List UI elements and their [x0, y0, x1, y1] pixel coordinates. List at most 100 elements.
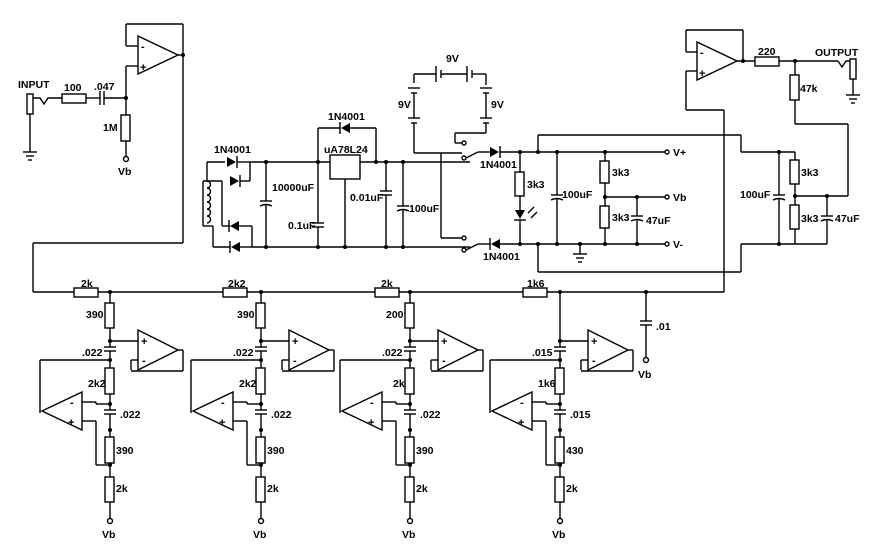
vb-label-psu: Vb	[673, 192, 686, 204]
r-led-label: 3k3	[527, 179, 545, 191]
stage2-vb-label: Vb	[253, 529, 266, 541]
r-in-label: 100	[64, 82, 82, 94]
switch-contact-icon	[461, 155, 467, 161]
stage2-opamp-a	[288, 328, 331, 372]
svg-text:-: -	[293, 355, 297, 367]
stage1-r3-label: 390	[116, 445, 134, 457]
stage2-rs-label: 2k2	[228, 278, 246, 290]
r-out-label: 220	[758, 46, 776, 58]
stage3-c1-label: .022	[382, 347, 403, 359]
vplus-label: V+	[673, 147, 686, 159]
filter-stage-4: + - - + 1k6 .015 1k6 .015	[489, 278, 634, 541]
stage2-r1-label: 390	[237, 309, 255, 321]
vb-label-in: Vb	[118, 166, 131, 178]
output-bias-resistor	[789, 74, 800, 101]
stage3-r1	[404, 302, 415, 329]
d4-label: 1N4001	[483, 251, 520, 263]
output-divider-resistor-1	[789, 159, 800, 185]
stage1-r2-label: 2k2	[88, 378, 106, 390]
svg-text:-: -	[592, 355, 596, 367]
stage2-r3-label: 390	[267, 445, 285, 457]
stage3-r2-label: 2k	[393, 378, 405, 390]
r-div4-label: 3k3	[801, 213, 819, 225]
input-buffer-opamp	[137, 34, 180, 76]
svg-text:-: -	[141, 41, 145, 53]
diode-d3-icon	[490, 147, 499, 157]
stage1-c1-label: .022	[82, 347, 103, 359]
bat2-label: 9V	[398, 99, 411, 111]
stage4-r4	[554, 476, 565, 503]
stage2-c2-label: .022	[271, 409, 292, 421]
output-buffer-opamp	[696, 40, 739, 82]
svg-text:-: -	[142, 355, 146, 367]
svg-text:-: -	[370, 397, 374, 409]
output-section: - + 220 OUTPUT 47k	[685, 29, 860, 292]
input-bias-resistor	[120, 114, 131, 142]
svg-text:+: +	[219, 417, 225, 429]
stage4-r3-label: 430	[566, 445, 584, 457]
stage4-r2-label: 1k6	[538, 378, 556, 390]
svg-text:+: +	[68, 417, 74, 429]
c-01-label: 0.1uF	[288, 220, 316, 232]
stage3-rs-label: 2k	[381, 278, 393, 290]
c-001-label: 0.01uF	[350, 192, 384, 204]
c-in-label: .047	[94, 81, 115, 93]
signal-bus: .01 Vb	[33, 287, 724, 381]
stage1-r3	[104, 436, 115, 464]
bat1-label: 9V	[446, 53, 459, 65]
stage2-r4	[255, 476, 266, 503]
stage2-r2-label: 2k2	[239, 378, 257, 390]
stage4-r4-label: 2k	[566, 483, 578, 495]
stage1-rs-label: 2k	[81, 278, 93, 290]
led-resistor	[514, 171, 525, 197]
stage1-vb-label: Vb	[102, 529, 115, 541]
c-bus-label: .01	[656, 321, 671, 333]
c-100c-label: 100uF	[740, 189, 771, 201]
vb-label-bus: Vb	[638, 369, 651, 381]
svg-text:+: +	[518, 417, 524, 429]
output-label: OUTPUT	[815, 47, 859, 59]
stage2-c1-label: .022	[233, 347, 254, 359]
output-jack-icon	[849, 58, 857, 80]
r-out-bias-label: 47k	[800, 83, 818, 95]
output-divider-resistor-2	[789, 204, 800, 230]
stage2-r1	[255, 302, 266, 329]
svg-text:+: +	[368, 417, 374, 429]
stage3-r3	[404, 436, 415, 464]
stage3-r4	[404, 476, 415, 503]
d3-label: 1N4001	[480, 159, 517, 171]
svg-text:-: -	[520, 397, 524, 409]
r-bias-in-label: 1M	[103, 122, 118, 134]
stage1-r1-label: 390	[86, 309, 104, 321]
svg-text:+: +	[699, 68, 705, 80]
bat3-label: 9V	[491, 99, 504, 111]
c-big-label: 10000uF	[272, 182, 315, 194]
r-div2-label: 3k3	[612, 212, 630, 224]
input-resistor	[61, 93, 87, 104]
stage2-r3	[255, 436, 266, 464]
diode-d4-icon	[491, 239, 500, 249]
stage4-r3	[554, 436, 565, 464]
reg-label: uA78L24	[324, 144, 368, 156]
svg-text:-: -	[221, 397, 225, 409]
stage4-vb-label: Vb	[552, 529, 565, 541]
stage4-r2	[554, 367, 565, 395]
stage4-c1-label: .015	[532, 347, 553, 359]
stage3-opamp-a	[437, 328, 480, 372]
divider-resistor-1	[599, 160, 610, 184]
c-100a-label: 100uF	[409, 203, 440, 215]
stage3-r1-label: 200	[386, 309, 404, 321]
divider-resistor-2	[599, 205, 610, 229]
svg-text:+: +	[591, 336, 597, 348]
power-supply-section: 1N4001 1N4001 uA78L24 10000uF 0.1uF 0.01…	[202, 53, 860, 273]
stage3-vb-label: Vb	[402, 529, 415, 541]
stage1-c2-label: .022	[120, 409, 141, 421]
stage2-r2	[255, 367, 266, 395]
svg-text:-: -	[70, 397, 74, 409]
stage1-r2	[104, 367, 115, 395]
stage4-rs-label: 1k6	[527, 278, 545, 290]
stage3-opamp-b	[340, 390, 383, 432]
c-47b-label: 47uF	[835, 213, 860, 225]
